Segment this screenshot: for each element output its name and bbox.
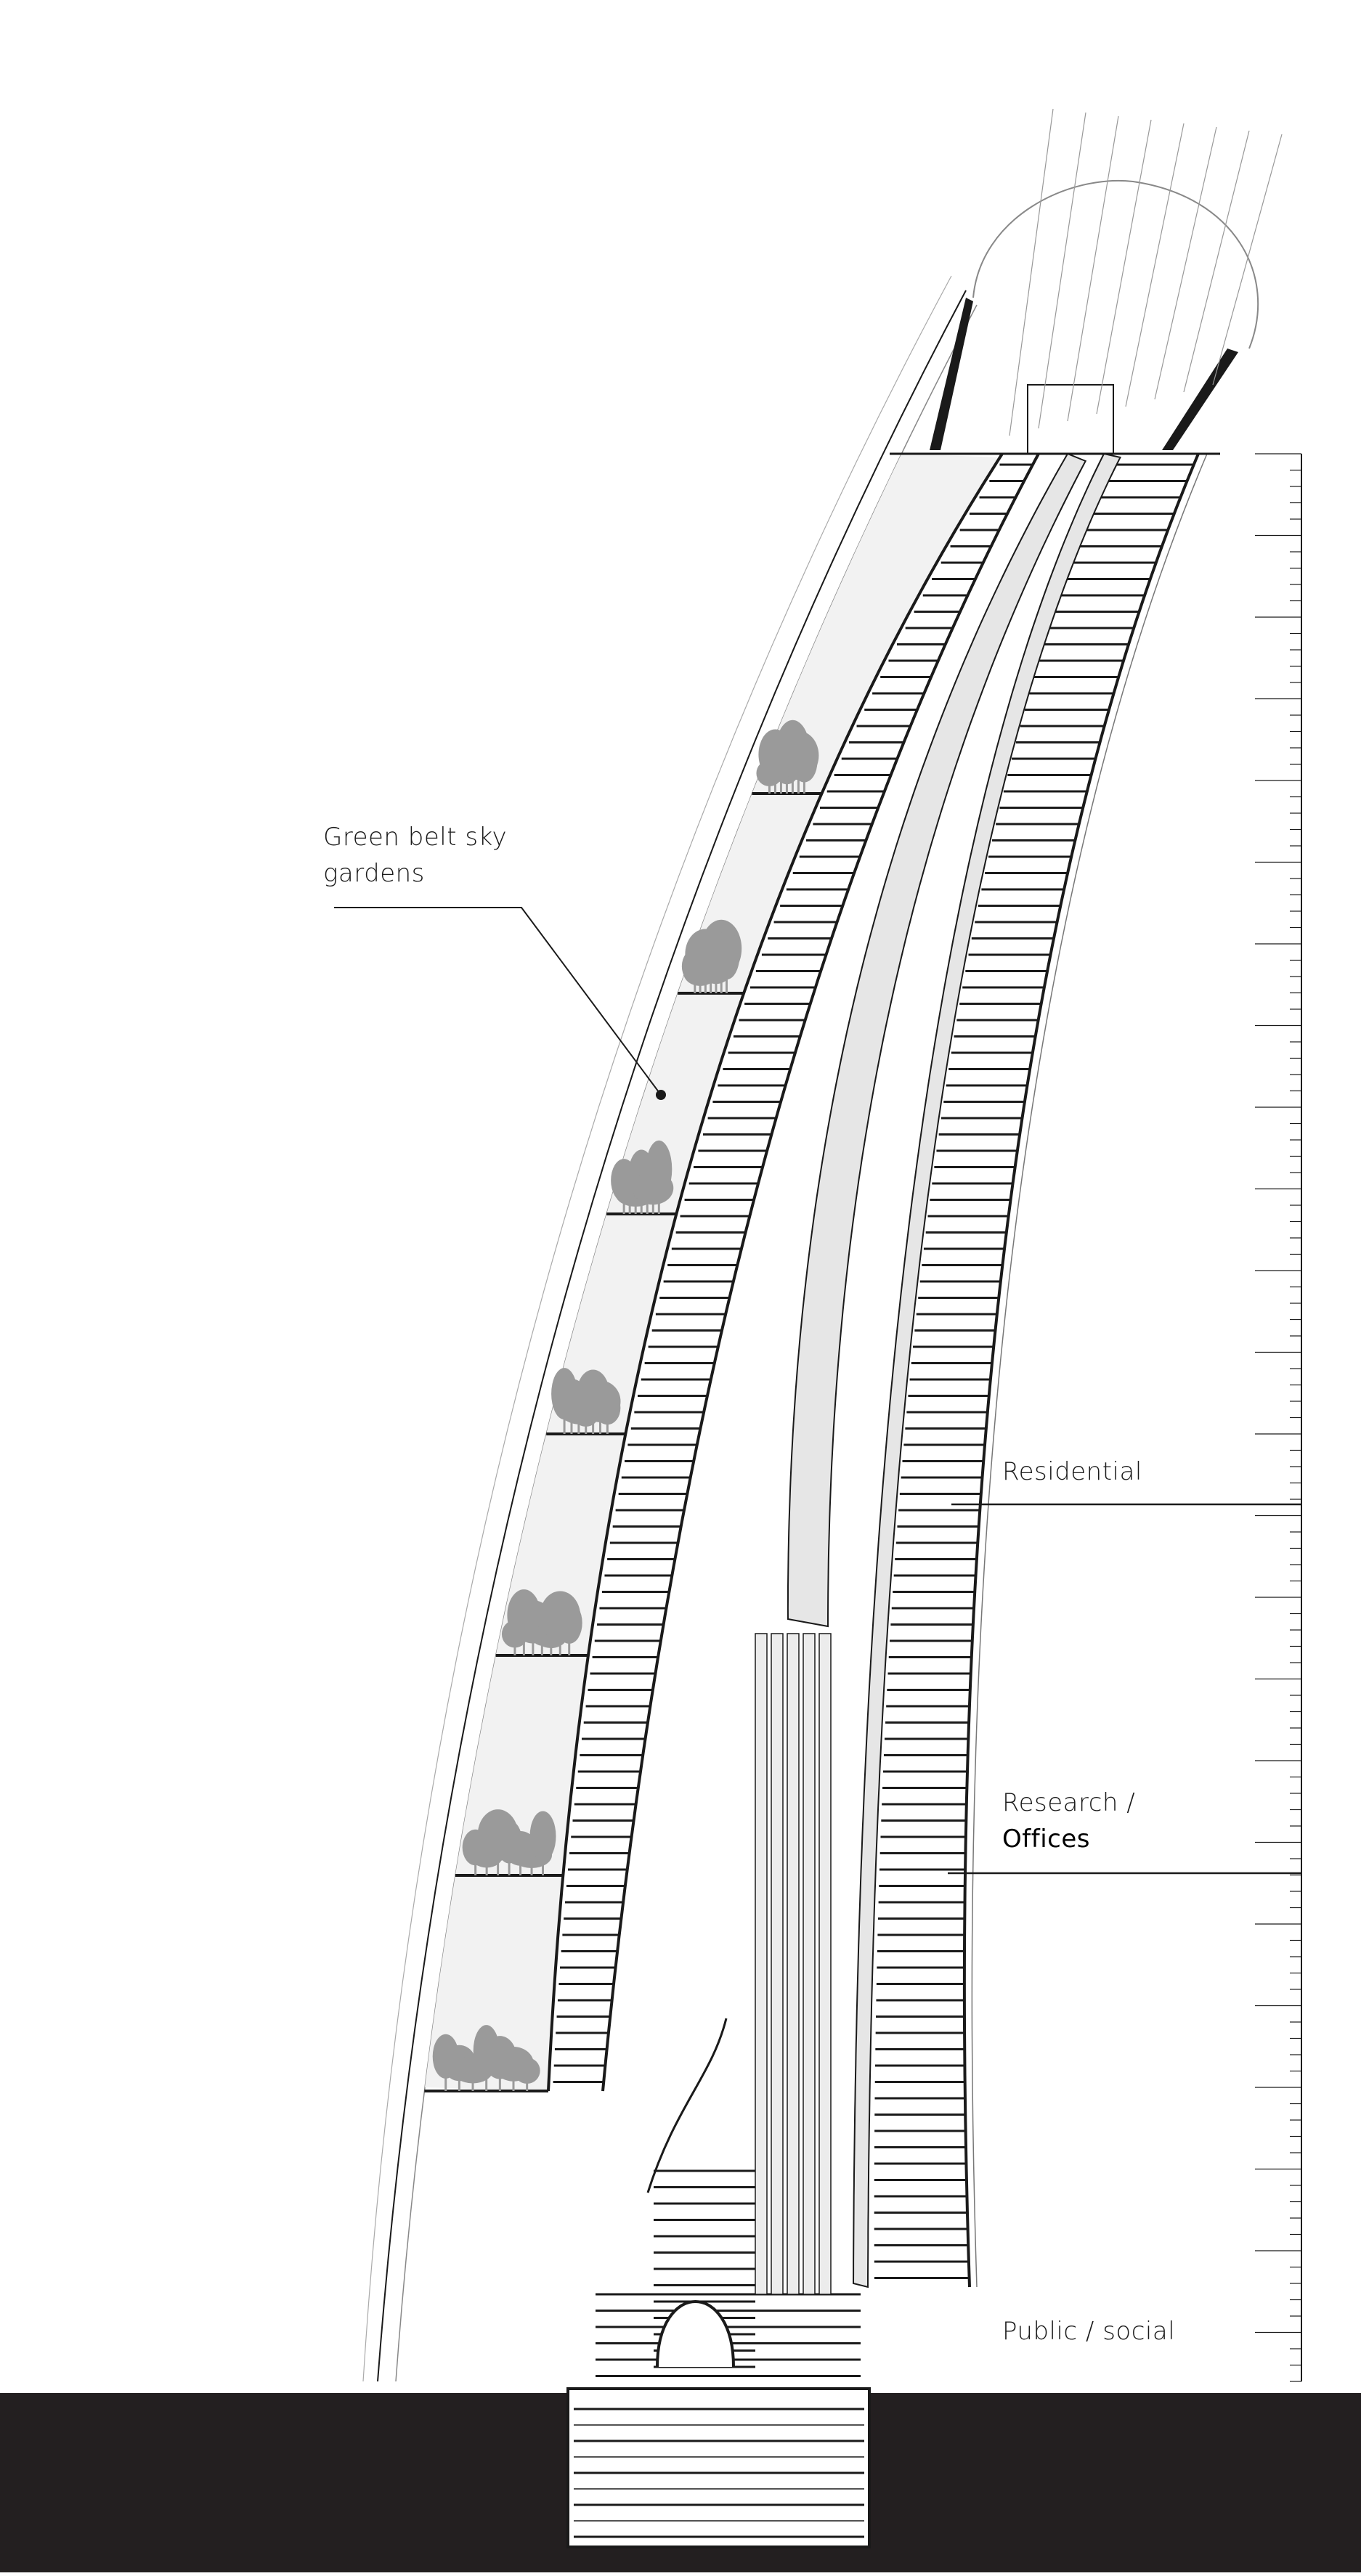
sky-gardens-label-line1: Green belt sky bbox=[323, 823, 508, 852]
tree-canopy bbox=[791, 741, 818, 783]
podium-core-column bbox=[755, 1633, 768, 2295]
public-social-label: Public / social bbox=[1002, 2313, 1175, 2349]
crown-fin-left bbox=[930, 298, 973, 450]
crown-spire-line bbox=[1125, 123, 1185, 407]
crown-arc bbox=[972, 179, 1259, 349]
sky-garden-leader-dot bbox=[656, 1090, 666, 1100]
residential-label-text: Residential bbox=[1002, 1457, 1142, 1486]
facade-east-edge bbox=[962, 453, 1200, 2288]
crown-spire-line bbox=[1038, 112, 1086, 429]
research-label-line1: Research / bbox=[1002, 1788, 1136, 1817]
crown-spire-line bbox=[1067, 115, 1119, 422]
sky-gardens-label: Green belt sky gardens bbox=[323, 819, 507, 892]
entrance-arch bbox=[656, 2300, 735, 2368]
public-social-label-text: Public / social bbox=[1002, 2317, 1176, 2346]
core-shaft bbox=[787, 452, 1087, 1628]
sky-garden-leader bbox=[334, 907, 662, 1096]
research-label-line2: Offices bbox=[1002, 1825, 1090, 1854]
podium-core-column bbox=[803, 1633, 816, 2295]
tree-canopy bbox=[713, 930, 740, 980]
garden-belt-fill bbox=[425, 454, 1000, 2091]
tree-canopy bbox=[556, 1602, 582, 1644]
crown-spire-line bbox=[1009, 108, 1054, 436]
tree-canopy bbox=[646, 1140, 673, 1198]
crown-spire-line bbox=[1096, 119, 1152, 415]
crown-fin-right bbox=[1162, 349, 1238, 450]
crown-spire-line bbox=[1183, 130, 1250, 393]
core-shaft bbox=[852, 452, 1121, 2288]
offices-left-edge bbox=[601, 453, 1040, 2092]
podium-core-column bbox=[818, 1633, 832, 2295]
facade-east-skin bbox=[971, 453, 1208, 2288]
crown-spire-line bbox=[1154, 126, 1217, 400]
podium-arch-curve bbox=[646, 2018, 728, 2193]
garden-belt-inner-edge bbox=[547, 452, 1004, 2092]
facade-outer-line bbox=[377, 290, 967, 2382]
tree-canopy bbox=[513, 2058, 540, 2084]
crown-box bbox=[1027, 384, 1114, 455]
facade-glass-line bbox=[362, 275, 952, 2382]
podium-core-column bbox=[771, 1633, 784, 2295]
tree-canopy bbox=[594, 1391, 621, 1425]
basement-box bbox=[566, 2387, 871, 2548]
crown-spire-line bbox=[1212, 134, 1283, 386]
residential-label: Residential bbox=[1002, 1454, 1142, 1490]
tree-canopy bbox=[529, 1811, 556, 1862]
research-offices-label: Research / Offices bbox=[1002, 1785, 1135, 1857]
podium-core-column bbox=[787, 1633, 800, 2295]
sky-gardens-label-line2: gardens bbox=[323, 859, 425, 888]
